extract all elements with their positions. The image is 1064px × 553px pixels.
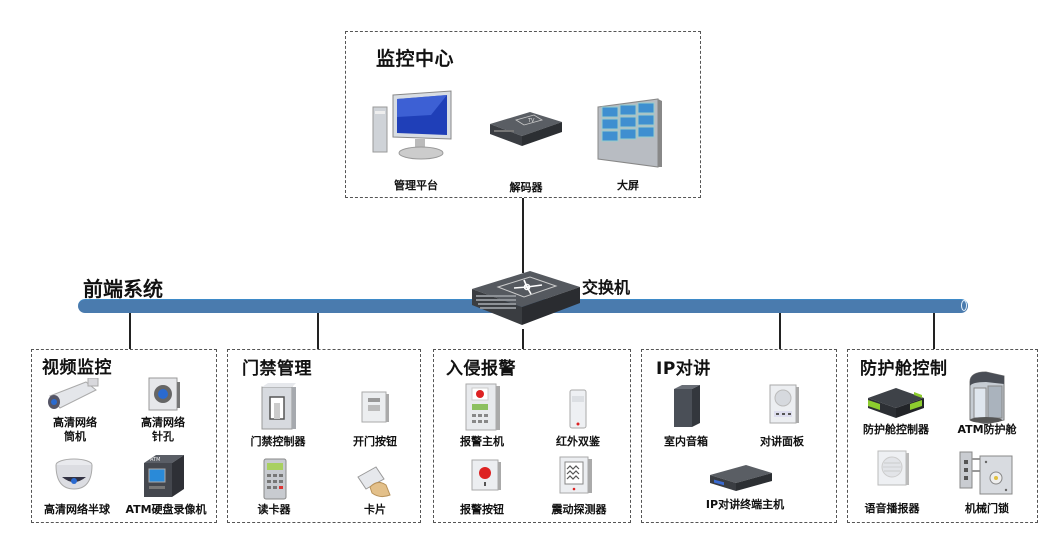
connector-line [779, 313, 781, 349]
subsystem-title: IP对讲 [656, 359, 711, 379]
bullet-camera-icon [44, 378, 102, 412]
monitoring-center-box: 监控中心 管理平台 TV 解码器 [345, 31, 701, 198]
exit-button-icon [360, 390, 390, 424]
subsystem-title: 入侵报警 [446, 359, 516, 379]
dome-camera-icon [54, 457, 94, 491]
intercom-panel-icon [768, 383, 800, 425]
device-label: 高清网络 针孔 [141, 416, 185, 443]
switch-label: 交换机 [582, 278, 631, 297]
access-controller-icon [260, 383, 298, 431]
pir-detector-icon [568, 388, 590, 430]
alarm-button-icon [470, 458, 502, 492]
atm-booth-icon [966, 370, 1008, 426]
device-label: 大屏 [617, 179, 639, 192]
device-label: 读卡器 [257, 503, 291, 516]
monitoring-center-title: 监控中心 [376, 48, 455, 70]
device-label: 高清网络半球 [44, 503, 110, 516]
speaker-icon [672, 383, 702, 429]
device-label: 解码器 [509, 181, 543, 194]
device-label: 防护舱控制器 [863, 423, 929, 436]
device-label: 室内音箱 [664, 435, 708, 448]
device-label: 震动探测器 [551, 503, 607, 516]
switch-icon [470, 267, 582, 329]
decoder-icon: TV [486, 110, 566, 150]
device-label: 报警主机 [460, 435, 504, 448]
subsystem-intrusion-box: 入侵报警 报警主机 红外双鉴 报警按钮 [433, 349, 631, 523]
video-wall-icon [596, 97, 662, 169]
device-label: ATM防护舱 [957, 423, 1017, 436]
card-reader-icon [262, 457, 288, 501]
connector-line [522, 198, 524, 273]
connector-line [933, 313, 935, 349]
connector-line [129, 313, 131, 349]
monitor-icon [371, 87, 461, 162]
device-label: 开门按钮 [353, 435, 397, 448]
subsystem-title: 视频监控 [42, 358, 112, 378]
subsystem-intercom-box: IP对讲 室内音箱 对讲面板 IP对讲终端主机 [641, 349, 837, 523]
subsystem-booth-box: 防护舱控制 防护舱控制器 ATM防护舱 语音播报器 [847, 349, 1038, 523]
vibration-detector-icon [558, 455, 594, 495]
svg-text:TV: TV [527, 118, 535, 124]
connector-line [522, 329, 524, 349]
device-label: 管理平台 [394, 179, 438, 192]
alarm-host-icon [464, 382, 502, 432]
device-label: 红外双鉴 [556, 435, 600, 448]
connector-line [317, 313, 319, 349]
voice-announcer-icon [876, 449, 910, 487]
device-label: 高清网络 筒机 [53, 416, 97, 443]
svg-text:ATM: ATM [150, 457, 160, 463]
device-label: 语音播报器 [864, 502, 920, 515]
pinhole-camera-icon [147, 376, 181, 414]
device-label: 门禁控制器 [250, 435, 306, 448]
subsystem-title: 门禁管理 [242, 359, 312, 379]
subsystem-title: 防护舱控制 [860, 359, 948, 379]
device-label: IP对讲终端主机 [705, 498, 785, 511]
mechanical-lock-icon [958, 450, 1016, 498]
booth-controller-icon [866, 386, 926, 422]
pipe-end-cap [961, 300, 967, 311]
device-label: 机械门锁 [965, 502, 1009, 515]
card-icon [356, 465, 392, 499]
device-label: 报警按钮 [460, 503, 504, 516]
backbone-label: 前端系统 [83, 277, 163, 301]
subsystem-video-box: 视频监控 高清网络 筒机 高清网络 针孔 高清网络半球 [31, 349, 217, 523]
device-label: 对讲面板 [760, 435, 804, 448]
subsystem-access-box: 门禁管理 门禁控制器 开门按钮 读卡器 [227, 349, 421, 523]
intercom-host-icon [708, 463, 774, 493]
atm-dvr-icon: ATM [142, 453, 186, 499]
device-label: ATM硬盘录像机 [125, 503, 207, 516]
device-label: 卡片 [364, 503, 386, 516]
